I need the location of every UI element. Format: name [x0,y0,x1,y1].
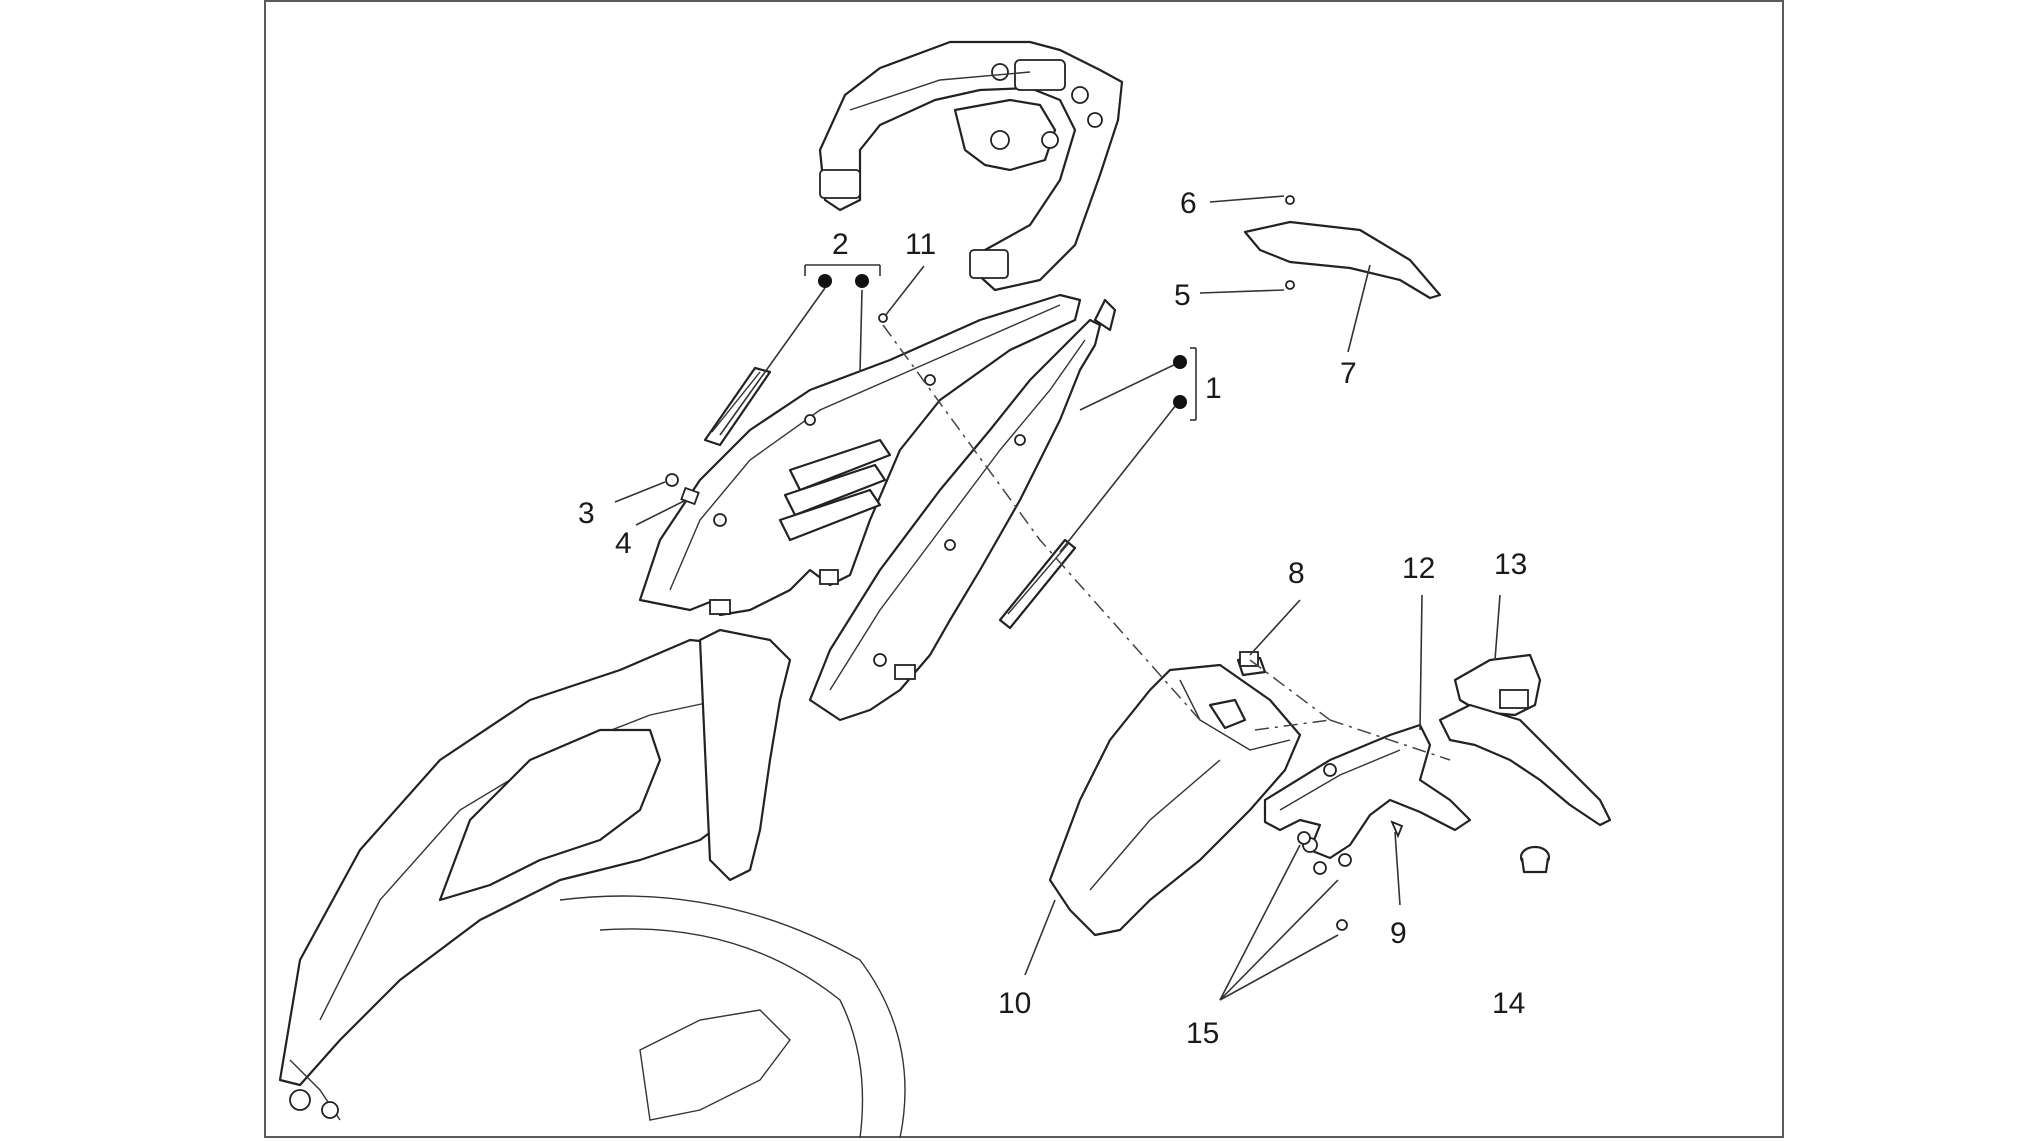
callout-14: 14 [1492,987,1525,1020]
callout-6: 6 [1180,187,1197,220]
right-reflector [998,538,1077,630]
callout-4: 4 [615,527,632,560]
callout-12: 12 [1402,552,1435,585]
callout-7: 7 [1340,357,1357,390]
callout-15: 15 [1186,1017,1219,1050]
callout-labels: 1 2 3 4 5 6 7 8 9 10 11 12 13 14 15 [578,187,1527,1050]
fasteners [665,313,1404,931]
license-plate-bracket [1263,723,1472,860]
callout-dots [818,274,1187,409]
callout-1: 1 [1205,372,1222,405]
callout-5: 5 [1174,279,1191,312]
assembly-lines [882,324,1451,761]
callout-11: 11 [905,228,936,261]
seat-and-wheel [278,628,906,1139]
luggage-rack [818,40,1124,292]
grommet-14 [1519,845,1551,874]
rear-mudguard [1048,656,1302,937]
right-side-fairing [808,298,1117,722]
callout-3: 3 [578,497,595,530]
diagram-frame [264,0,1784,1138]
callout-10: 10 [998,987,1031,1020]
callout-13: 13 [1494,548,1527,581]
trim-piece-7 [1243,195,1442,300]
left-side-fairing [638,293,1082,617]
callout-8: 8 [1288,557,1305,590]
leader-lines [614,195,1501,1001]
callout-9: 9 [1390,917,1407,950]
callout-2: 2 [832,228,849,261]
rear-light-unit [1438,653,1612,827]
